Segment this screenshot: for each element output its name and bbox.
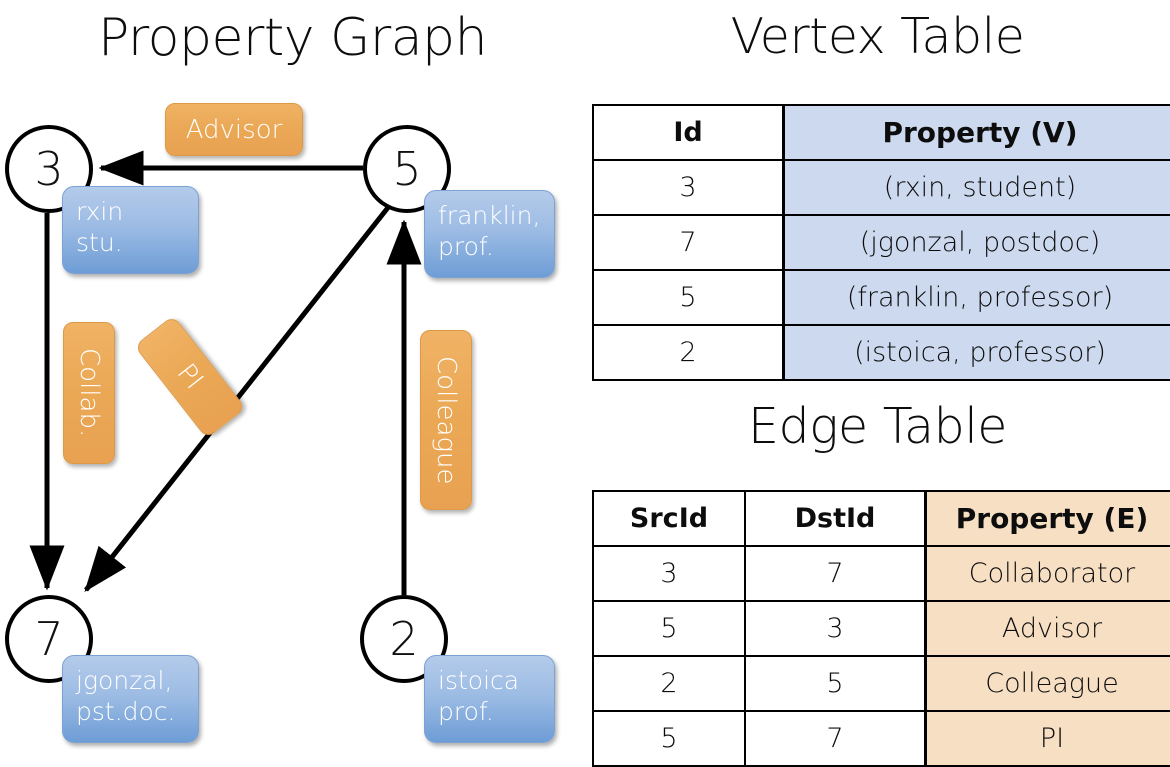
edge-table-col-dstid: DstId [745,491,926,546]
property-box-jgonzal[interactable]: jgonzal, pst.doc. [62,655,199,743]
vertex-cell-id: 7 [593,215,784,270]
vertex-table: Id Property (V) 3 (rxin, student) 7 (jgo… [592,104,1170,381]
vertex-cell-id: 5 [593,270,784,325]
edge-label-colleague-text: Colleague [431,356,461,485]
vertex-table-header-row: Id Property (V) [593,105,1170,160]
edge-cell-dst: 7 [745,711,926,766]
page-title-edge-table: Edge Table [585,398,1170,455]
property-box-jgonzal-line2: pst.doc. [76,696,198,727]
edge-cell-property: Collaborator [926,546,1170,601]
page-title-vertex-table: Vertex Table [585,8,1170,65]
edge-cell-src: 5 [593,711,745,766]
property-box-franklin-line1: franklin, [438,200,554,231]
table-row[interactable]: 5 (franklin, professor) [593,270,1170,325]
property-box-jgonzal-line1: jgonzal, [76,665,198,696]
property-box-istoica[interactable]: istoica prof. [424,655,555,743]
edge-cell-src: 3 [593,546,745,601]
graph-node-5-label: 5 [392,142,421,196]
vertex-cell-id: 3 [593,160,784,215]
edge-cell-dst: 7 [745,546,926,601]
edge-cell-dst: 3 [745,601,926,656]
property-box-franklin[interactable]: franklin, prof. [424,190,555,278]
table-row[interactable]: 3 7 Collaborator [593,546,1170,601]
edge-table: SrcId DstId Property (E) 3 7 Collaborato… [592,490,1170,767]
edge-table-col-property: Property (E) [926,491,1170,546]
table-row[interactable]: 3 (rxin, student) [593,160,1170,215]
edge-label-advisor-text: Advisor [186,115,283,145]
edge-label-colleague[interactable]: Colleague [420,330,472,510]
edge-table-header-row: SrcId DstId Property (E) [593,491,1170,546]
table-row[interactable]: 2 (istoica, professor) [593,325,1170,380]
property-box-istoica-line2: prof. [438,696,554,727]
table-row[interactable]: 5 3 Advisor [593,601,1170,656]
vertex-cell-property: (franklin, professor) [784,270,1170,325]
graph-node-3-label: 3 [34,142,63,196]
property-box-rxin-line2: stu. [76,227,198,258]
property-box-rxin[interactable]: rxin stu. [62,186,199,274]
edge-label-pi-text: PI [171,359,209,396]
edge-label-collab-text: Collab. [74,348,104,437]
table-row[interactable]: 7 (jgonzal, postdoc) [593,215,1170,270]
edge-cell-property: PI [926,711,1170,766]
edge-label-advisor[interactable]: Advisor [165,103,303,156]
vertex-table-col-property: Property (V) [784,105,1170,160]
graph-node-7-label: 7 [34,612,63,666]
table-row[interactable]: 5 7 PI [593,711,1170,766]
property-box-franklin-line2: prof. [438,231,554,262]
vertex-cell-id: 2 [593,325,784,380]
edge-table-col-srcid: SrcId [593,491,745,546]
edge-cell-src: 2 [593,656,745,711]
edge-cell-dst: 5 [745,656,926,711]
edge-cell-property: Colleague [926,656,1170,711]
edge-cell-src: 5 [593,601,745,656]
vertex-cell-property: (rxin, student) [784,160,1170,215]
vertex-cell-property: (jgonzal, postdoc) [784,215,1170,270]
vertex-table-col-id: Id [593,105,784,160]
graph-node-2-label: 2 [389,612,418,666]
edge-label-collab[interactable]: Collab. [63,322,115,464]
table-row[interactable]: 2 5 Colleague [593,656,1170,711]
property-box-istoica-line1: istoica [438,665,554,696]
property-box-rxin-line1: rxin [76,196,198,227]
edge-cell-property: Advisor [926,601,1170,656]
vertex-cell-property: (istoica, professor) [784,325,1170,380]
